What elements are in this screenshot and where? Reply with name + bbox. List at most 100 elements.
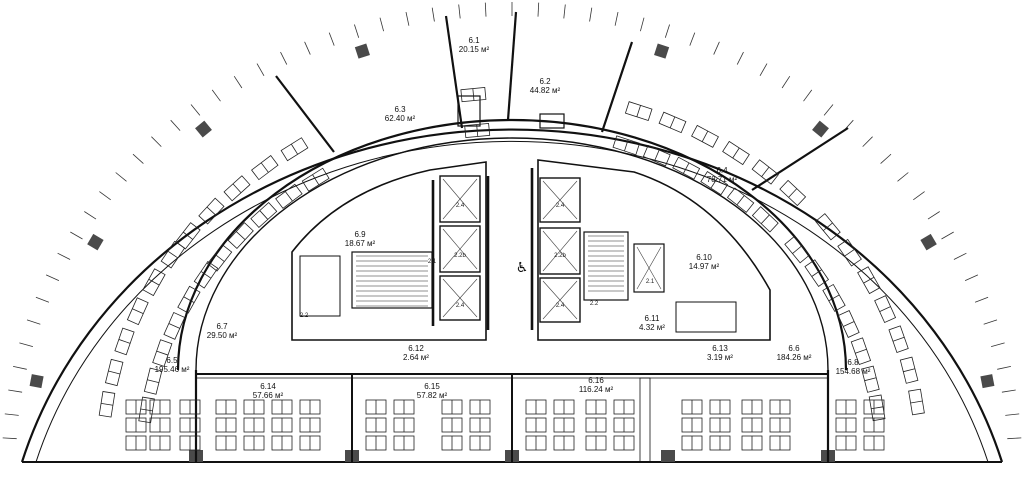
desk: [899, 356, 919, 384]
room-label-6-14: 6.14 57.66 м²: [253, 382, 283, 400]
room-id: 6.13: [712, 344, 728, 353]
core-label: 2.2b: [554, 253, 566, 259]
desk-divider: [910, 400, 923, 404]
column: [654, 43, 670, 59]
desk-divider: [788, 188, 798, 198]
desk-divider: [183, 296, 195, 303]
stairwell: [356, 235, 624, 307]
desk-divider: [855, 348, 867, 354]
mullion: [537, 2, 540, 17]
mullion: [4, 413, 19, 416]
room-area: 20.15 м²: [458, 45, 490, 54]
mullion: [862, 136, 873, 147]
mullion: [803, 89, 813, 102]
mullion: [304, 41, 311, 55]
mullion: [35, 296, 50, 303]
core-label: 2.1: [645, 279, 655, 285]
room-label-6-2: 6.2 44.82 м²: [530, 77, 560, 95]
mullion: [974, 296, 989, 303]
room-id: 6.11: [644, 314, 660, 323]
mullion: [2, 437, 17, 440]
room-area: 57.82 м²: [416, 391, 448, 400]
room-area: 184.26 м²: [776, 353, 812, 362]
room-area: 3.19 м²: [707, 353, 733, 362]
desk-divider: [312, 174, 320, 186]
room-label-6-9: 6.9 18.67 м²: [345, 230, 375, 248]
mullion: [19, 342, 34, 347]
mullion: [927, 211, 940, 220]
mullion: [640, 17, 645, 32]
room-id: 6.8: [847, 358, 859, 367]
column: [812, 120, 829, 138]
mullion: [328, 32, 335, 46]
desk-divider: [669, 116, 676, 129]
elevator-cross: [636, 246, 662, 290]
mullion: [983, 319, 998, 325]
mullion: [1005, 413, 1020, 416]
desk-divider: [811, 269, 822, 277]
desk-divider: [206, 206, 217, 216]
mullion: [736, 51, 744, 65]
mullion: [354, 24, 360, 38]
column: [661, 450, 675, 462]
desk-divider: [284, 191, 293, 202]
room-id: 6.15: [424, 382, 440, 391]
core-label: 2.4: [455, 203, 465, 209]
room-id: 6.6: [788, 344, 800, 353]
core-label: 2.4: [555, 203, 565, 209]
room-area: 44.82 м²: [529, 86, 561, 95]
desk-divider: [156, 350, 169, 356]
room-label-6-15: 6.15 57.82 м²: [417, 382, 447, 400]
desk-divider: [761, 166, 770, 177]
room-area: 78.71 м²: [706, 175, 738, 184]
mullion: [1001, 389, 1016, 393]
desk-divider: [823, 222, 833, 231]
desk: [815, 213, 841, 241]
mullion: [689, 32, 696, 46]
desk-divider: [863, 276, 875, 284]
mullion: [713, 41, 720, 55]
workstations: [98, 87, 925, 424]
room-id: 6.3: [394, 105, 406, 114]
desk-divider: [792, 245, 802, 254]
desk-divider: [200, 271, 212, 279]
room-area: 2.64 м²: [403, 353, 429, 362]
core-label: 2.2: [299, 313, 309, 319]
mullion: [26, 319, 41, 325]
desk: [888, 325, 909, 354]
room-area: 29.50 м²: [206, 331, 238, 340]
mullion: [964, 274, 979, 281]
mullion: [614, 12, 619, 26]
room-area: 116.24 м²: [578, 385, 614, 394]
bottom-offices: [196, 373, 828, 463]
mullion: [431, 7, 435, 22]
room-id: 6.5: [166, 356, 178, 365]
mullion: [880, 153, 892, 164]
column: [29, 374, 44, 389]
elevator-cross: [542, 280, 578, 320]
mullion: [990, 342, 1005, 347]
mullion: [997, 366, 1011, 370]
elevator-cross: [442, 278, 478, 318]
room-area: 57.66 м²: [252, 391, 284, 400]
desk-divider: [624, 139, 629, 152]
mullion: [823, 104, 834, 116]
room-area: 195.46 м²: [154, 365, 190, 374]
elevator-cross: [542, 180, 578, 220]
desk-divider: [879, 306, 891, 312]
mullion: [781, 75, 791, 89]
mullion: [405, 12, 410, 26]
room-label-6-16: 6.16 116.24 м²: [579, 376, 613, 394]
mullion: [45, 274, 60, 281]
mullion: [8, 389, 23, 393]
corridor-wall: [176, 118, 848, 371]
desk-divider: [472, 88, 475, 101]
mullion: [897, 172, 909, 182]
room-area: 18.67 м²: [344, 239, 376, 248]
desk-divider: [760, 214, 770, 224]
mullion: [233, 75, 243, 89]
desk-divider: [183, 231, 193, 240]
core-label: 2.1: [427, 259, 437, 265]
desk-divider: [259, 210, 269, 220]
desk: [861, 365, 880, 393]
